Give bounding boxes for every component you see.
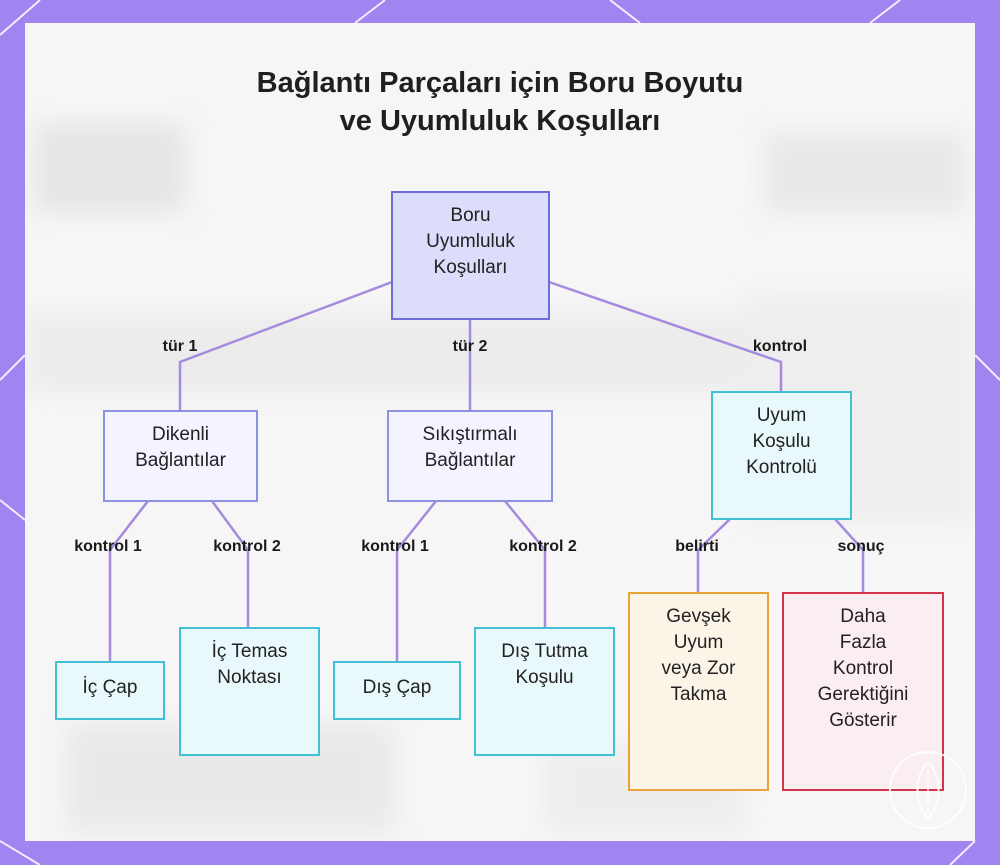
node-more-control-line-1: Daha (840, 606, 886, 627)
node-barbed-fittings: Dikenli Bağlantılar (103, 410, 258, 502)
edge-label-control: kontrol (752, 338, 808, 355)
node-more-control: Daha Fazla Kontrol Gerektiğini Gösterir (782, 592, 944, 791)
edge-label-symptom: belirti (675, 538, 719, 555)
node-more-control-line-5: Gösterir (829, 710, 897, 731)
node-more-control-line-3: Kontrol (832, 658, 894, 679)
node-loose-fit-line-3: veya Zor (661, 658, 736, 679)
edge-label-barbed-control-2: kontrol 2 (213, 538, 281, 555)
node-inner-diameter: İç Çap (55, 661, 165, 720)
edge-root-fitcheck (548, 280, 783, 392)
node-barbed-line-2: Bağlantılar (135, 450, 226, 471)
node-root-line-2: Uyumluluk (426, 231, 515, 252)
edge-comp-outer-diameter (395, 500, 437, 662)
node-outer-grip-line-1: Dış Tutma (501, 641, 588, 662)
edge-barbed-inner-diameter (108, 500, 149, 662)
edge-label-compression-control-2: kontrol 2 (509, 538, 577, 555)
node-compression-line-2: Bağlantılar (424, 450, 516, 471)
node-loose-fit-line-1: Gevşek (666, 606, 731, 627)
edge-label-type2: tür 2 (452, 338, 488, 355)
edge-comp-outer-grip (504, 500, 547, 628)
title-line-2: ve Uyumluluk Koşulları (339, 105, 661, 137)
title-line-1: Bağlantı Parçaları için Boru Boyutu (256, 67, 744, 99)
diagram-title: Bağlantı Parçaları için Boru Boyutu ve U… (0, 64, 1000, 140)
node-loose-fit: Gevşek Uyum veya Zor Takma (628, 592, 769, 791)
edge-label-result: sonuç (837, 538, 885, 555)
node-outer-diameter: Dış Çap (333, 661, 461, 720)
node-inner-contact: İç Temas Noktası (179, 627, 320, 756)
node-loose-fit-line-2: Uyum (673, 632, 724, 653)
node-inner-contact-line-1: İç Temas (211, 641, 288, 662)
node-compression-line-1: Sıkıştırmalı (422, 424, 518, 445)
node-loose-fit-line-4: Takma (670, 684, 727, 705)
node-root-line-3: Koşulları (433, 257, 508, 278)
node-inner-diameter-label: İç Çap (82, 677, 138, 698)
node-fit-check-line-2: Koşulu (752, 431, 811, 452)
node-more-control-line-2: Fazla (839, 632, 887, 653)
node-root-line-1: Boru (450, 205, 491, 226)
leaf-logo-icon (889, 751, 967, 829)
edge-label-type1: tür 1 (162, 338, 198, 355)
edge-root-barbed (178, 280, 393, 411)
node-fit-check: Uyum Koşulu Kontrolü (711, 391, 852, 520)
edge-fit-result (834, 518, 865, 592)
edge-label-compression-control-1: kontrol 1 (361, 538, 429, 555)
node-root: Boru Uyumluluk Koşulları (391, 191, 550, 320)
edge-barbed-inner-contact (210, 500, 250, 628)
node-outer-diameter-label: Dış Çap (362, 677, 432, 698)
node-fit-check-line-3: Kontrolü (746, 457, 817, 478)
edge-label-barbed-control-1: kontrol 1 (74, 538, 142, 555)
node-barbed-line-1: Dikenli (151, 424, 210, 445)
node-outer-grip-line-2: Koşulu (515, 667, 574, 688)
node-compression-fittings: Sıkıştırmalı Bağlantılar (387, 410, 553, 502)
node-fit-check-line-1: Uyum (756, 405, 807, 426)
node-inner-contact-line-2: Noktası (217, 667, 282, 688)
node-more-control-line-4: Gerektiğini (817, 684, 909, 705)
node-outer-grip: Dış Tutma Koşulu (474, 627, 615, 756)
edge-fit-loose (696, 518, 731, 592)
